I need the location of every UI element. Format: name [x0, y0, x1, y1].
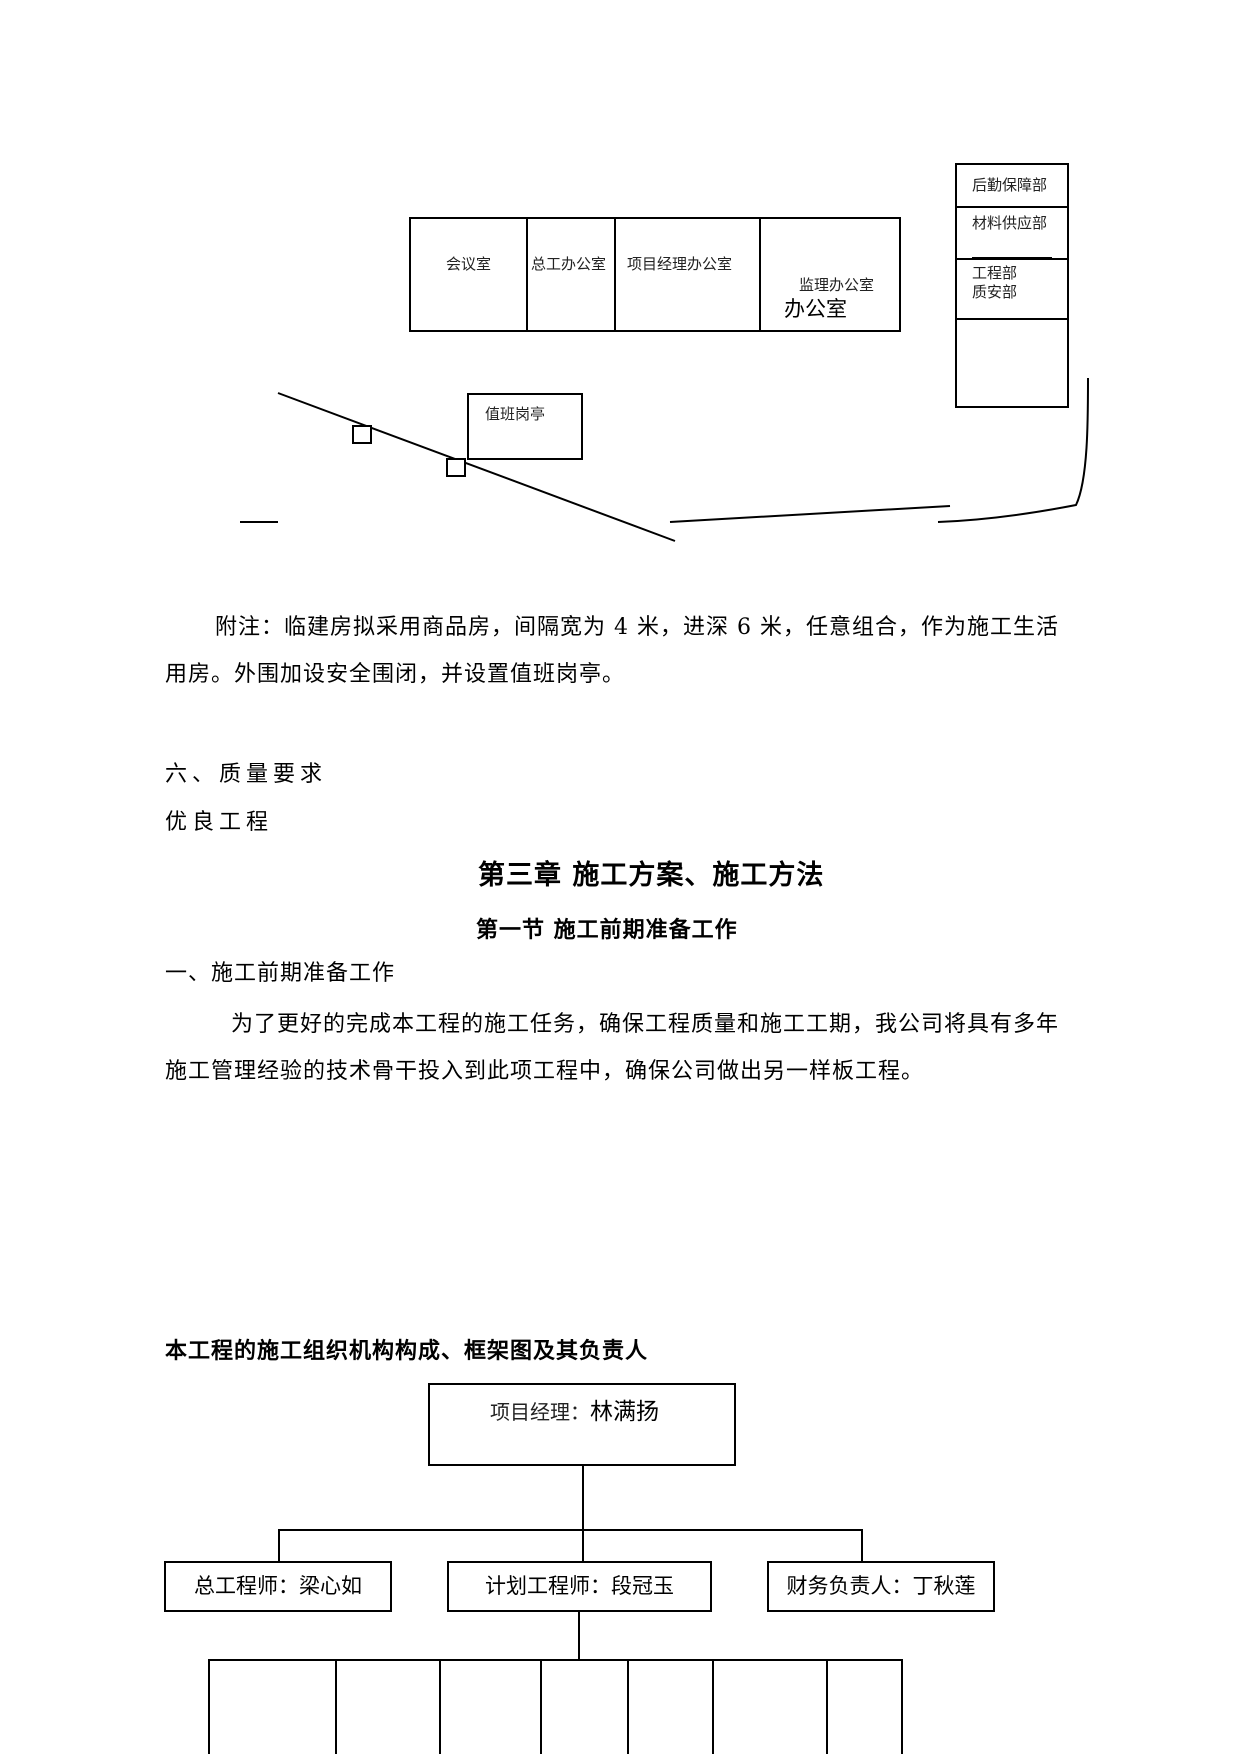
item-heading: 一、施工前期准备工作 [165, 961, 396, 986]
empty-dept-box [955, 318, 1069, 408]
quality-safety-dept-label: 质安部 [972, 283, 1018, 301]
supervision-office-label: 监理办公室 [799, 276, 875, 294]
branch-horizontal [278, 1529, 863, 1531]
site-plan-lines [240, 377, 1089, 542]
logistics-dept-box: 后勤保障部 [955, 163, 1069, 208]
sub-horizontal [208, 1659, 903, 1661]
sub-drop-7 [826, 1659, 828, 1754]
chief-engineer-office-label: 总工办公室 [531, 255, 607, 273]
guard-booth-box: 值班岗亭 [467, 393, 583, 460]
project-manager-box: 项目经理：林满扬 [428, 1383, 736, 1466]
sub-drop-2 [335, 1659, 337, 1754]
org-chart-title: 本工程的施工组织机构构成、框架图及其负责人 [165, 1338, 649, 1364]
pm-office-label: 项目经理办公室 [627, 255, 733, 273]
finance-head-label: 财务负责人：丁秋莲 [786, 1574, 976, 1598]
project-manager-label: 项目经理： [490, 1400, 590, 1424]
chief-engineer-label: 总工程师：梁心如 [194, 1574, 362, 1598]
guard-booth-label: 值班岗亭 [485, 405, 546, 423]
chapter-title: 第三章 施工方案、施工方法 [478, 860, 825, 891]
sub-drop-4 [540, 1659, 542, 1754]
chief-engineer-box: 总工程师：梁心如 [164, 1561, 392, 1612]
gate-post-right [446, 458, 466, 477]
materials-dept-label: 材料供应部 [972, 214, 1048, 232]
project-manager-name: 林满扬 [590, 1399, 659, 1425]
supervision-office-box: 监理办公室 办公室 [759, 217, 901, 332]
underline-mark [972, 257, 1052, 259]
sub-drop-8 [901, 1659, 903, 1754]
sub-drop-1 [208, 1659, 210, 1754]
bottom-fence-line [669, 505, 951, 523]
finance-head-box: 财务负责人：丁秋莲 [767, 1561, 995, 1612]
logistics-dept-label: 后勤保障部 [972, 176, 1048, 194]
chief-engineer-office-box: 总工办公室 [526, 217, 616, 332]
materials-dept-box: 材料供应部 [955, 206, 1069, 260]
gate-post-left [352, 425, 372, 444]
meeting-room-label: 会议室 [446, 255, 492, 273]
sub-drop-3 [439, 1659, 441, 1754]
branch-right-drop [861, 1529, 863, 1562]
section-title: 第一节 施工前期准备工作 [476, 917, 738, 943]
branch-mid-drop [582, 1529, 584, 1562]
meeting-room-box: 会议室 [409, 217, 528, 332]
sub-drop-6 [712, 1659, 714, 1754]
section-six-heading: 六、质量要求 [165, 762, 328, 787]
engineering-dept-box: 工程部 质安部 [955, 258, 1069, 320]
section-six-value: 优良工程 [165, 810, 274, 835]
sub-drop-5 [627, 1659, 629, 1754]
pm-office-box: 项目经理办公室 [614, 217, 761, 332]
curved-fence-line [937, 377, 1089, 523]
diagonal-fence-line [277, 392, 676, 542]
engineering-dept-label: 工程部 [972, 264, 1018, 282]
branch-left-drop [278, 1529, 280, 1562]
office-label: 办公室 [784, 297, 847, 321]
chapter-paragraph: 为了更好的完成本工程的施工任务，确保工程质量和施工工期，我公司将具有多年施工管理… [165, 1012, 1060, 1084]
note-paragraph: 附注：临建房拟采用商品房，间隔宽为 4 米，进深 6 米，任意组合，作为施工生活… [165, 615, 1059, 687]
sub-connector [578, 1612, 580, 1660]
pm-connector [582, 1466, 584, 1530]
planning-engineer-label: 计划工程师：段冠玉 [485, 1574, 674, 1598]
planning-engineer-box: 计划工程师：段冠玉 [447, 1561, 712, 1612]
